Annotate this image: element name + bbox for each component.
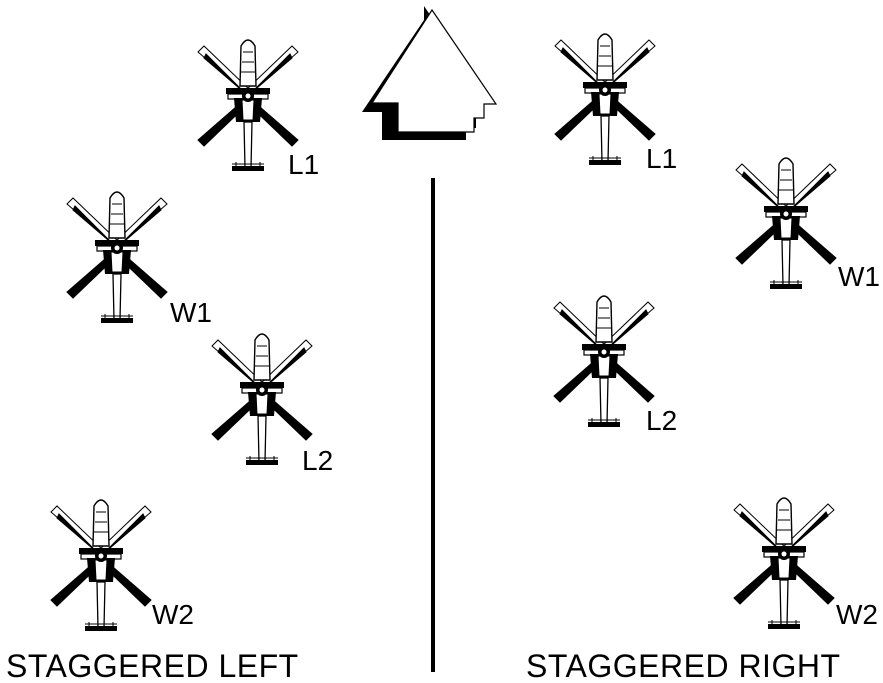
aircraft-label: W1 (170, 297, 212, 328)
aircraft-l2: L2 (211, 333, 333, 476)
aircraft-l1: L1 (197, 39, 319, 180)
helicopter-icon (733, 497, 835, 630)
aircraft-label: W2 (152, 599, 194, 630)
aircraft-label: L1 (288, 149, 319, 180)
aircraft-w2: W2 (733, 497, 878, 630)
formation-caption: STAGGERED LEFT (6, 648, 299, 683)
helicopter-icon (211, 333, 313, 466)
aircraft-label: L2 (646, 405, 677, 436)
aircraft-label: L1 (646, 143, 677, 174)
aircraft-label: W2 (836, 599, 878, 630)
aircraft-w2: W2 (50, 499, 194, 632)
helicopter-icon (735, 157, 837, 290)
aircraft-w1: W1 (735, 157, 880, 292)
formation-staggered-right: L1 W1 L2 W2 STAGGERED RIGHT (526, 33, 880, 683)
helicopter-icon (554, 33, 656, 166)
aircraft-l2: L2 (553, 295, 677, 436)
helicopter-icon (66, 191, 168, 324)
aircraft-w1: W1 (66, 191, 212, 328)
aircraft-l1: L1 (554, 33, 677, 174)
aircraft-label: W1 (838, 261, 880, 292)
direction-of-flight-arrow-icon (362, 6, 498, 140)
helicopter-icon (553, 295, 655, 428)
formation-caption: STAGGERED RIGHT (526, 648, 840, 683)
aircraft-label: L2 (302, 445, 333, 476)
helicopter-icon (50, 499, 152, 632)
helicopter-icon (197, 39, 299, 172)
formation-staggered-left: L1 W1 L2 W2 STAGGERED LEFT (6, 39, 333, 683)
